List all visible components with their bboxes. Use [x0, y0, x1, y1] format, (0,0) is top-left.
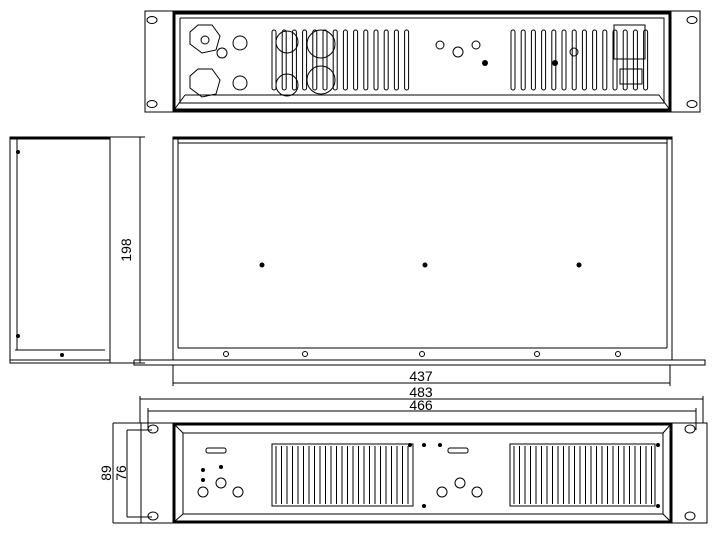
rear-rack-ears [144, 10, 701, 113]
rack-hole-icon [147, 424, 159, 434]
rack-hole-icon [684, 424, 696, 434]
vent-slot [363, 29, 369, 91]
rack-hole-icon [147, 511, 159, 521]
dimension-overall-height: 89 [98, 465, 114, 481]
heatsink-fins [271, 443, 656, 507]
top-screws [223, 262, 621, 357]
vent-slot [632, 29, 638, 91]
vent-slot [342, 29, 348, 91]
vent-slot [622, 29, 628, 91]
vent-slot [581, 29, 587, 91]
xlr-connector-icon [189, 24, 221, 54]
vent-slot [322, 29, 328, 91]
screw-icon [219, 465, 223, 469]
vent-slot [541, 29, 547, 91]
dimension-depth: 198 [118, 238, 134, 262]
front-controls [197, 447, 483, 498]
heatsink [509, 443, 656, 507]
vent-slot [571, 29, 577, 91]
vent-slot [643, 29, 649, 91]
side-view [9, 136, 111, 364]
dimension-overall-width: 483 [409, 384, 433, 400]
rear-view [144, 10, 701, 113]
rack-hole-icon [686, 16, 698, 24]
power-inlet [613, 24, 646, 60]
vent-slot [561, 29, 567, 91]
rear-panel-body [172, 11, 672, 112]
vent-slot [393, 29, 399, 91]
screw-icon [438, 443, 442, 447]
jack-icon [232, 35, 248, 51]
rack-hole-icon [684, 511, 696, 521]
vent-slot [551, 29, 557, 91]
vent-slot [383, 29, 389, 91]
screw-icon [656, 504, 660, 508]
vent-slot [592, 29, 598, 91]
jack-icon [232, 75, 248, 91]
xlr-connector-icon [189, 68, 221, 98]
power-switch [619, 68, 643, 85]
mounting-holes [146, 16, 698, 521]
dimension-body-width: 437 [409, 368, 433, 384]
vent-slot [312, 29, 318, 91]
rack-hole-icon [146, 16, 158, 24]
vent-slot [612, 29, 618, 91]
screw-icon [422, 262, 428, 268]
screw-icon [576, 262, 582, 268]
dimension-hole-spacing: 466 [409, 397, 433, 413]
front-view [140, 16, 708, 524]
heatsink [271, 443, 414, 507]
screw-icon [656, 443, 660, 447]
screw-icon [615, 351, 621, 357]
vent-slot [302, 29, 308, 91]
vent-slot [353, 29, 359, 91]
rear-inner-panel [179, 17, 665, 104]
screw-icon [534, 351, 540, 357]
screw-icon [419, 351, 425, 357]
vent-slot [332, 29, 338, 91]
vent-slot [510, 29, 516, 91]
vent-slot [404, 29, 410, 91]
rear-vent-slots [271, 29, 649, 91]
screw-icon [408, 443, 412, 447]
dimension-lines [110, 136, 704, 524]
vent-slot [602, 29, 608, 91]
screw-icon [422, 504, 426, 508]
vent-slot [520, 29, 526, 91]
top-view [133, 136, 706, 366]
vent-slot [530, 29, 536, 91]
screw-icon [422, 443, 426, 447]
rack-hole-icon [146, 100, 158, 108]
vent-slot [373, 29, 379, 91]
vent-slot [281, 29, 287, 91]
screw-icon [223, 351, 229, 357]
vent-slot [271, 29, 277, 91]
front-panel-body [172, 422, 673, 524]
rear-connectors [189, 24, 646, 98]
screw-icon [302, 351, 308, 357]
screw-icon [201, 468, 205, 472]
vent-slot [291, 29, 297, 91]
screw-icon [259, 262, 265, 268]
screw-icon [201, 478, 205, 482]
rack-hole-icon [686, 100, 698, 108]
dimension-hole-vertical-spacing: 76 [113, 465, 129, 481]
